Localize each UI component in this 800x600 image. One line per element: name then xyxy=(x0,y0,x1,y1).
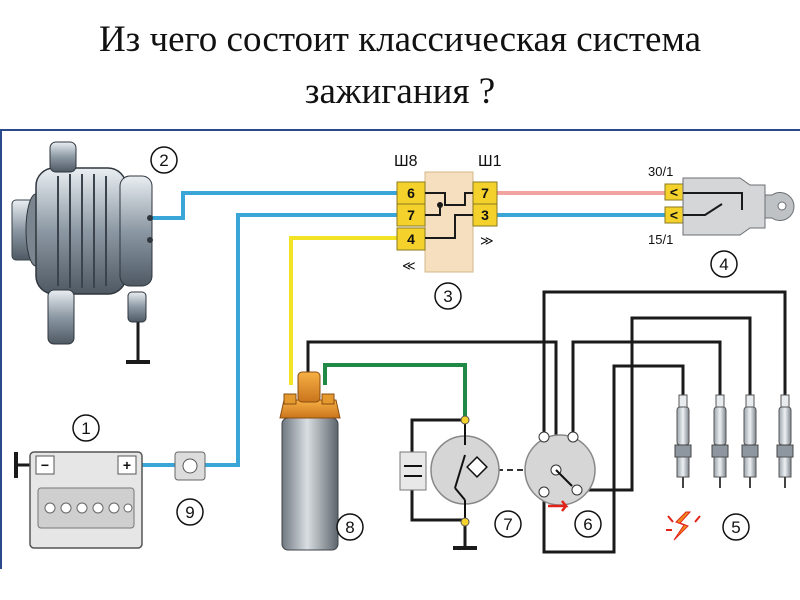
wire-plug-4 xyxy=(577,316,752,492)
coil-number: 8 xyxy=(345,518,354,537)
ignition-switch: 30/1 15/1 < < 4 xyxy=(648,164,795,278)
spark-plug xyxy=(674,394,692,488)
ignition-coil: 8 xyxy=(279,371,364,551)
plugs-number: 5 xyxy=(731,518,740,537)
battery: 1 − + xyxy=(29,414,143,549)
relay-plug-mark-right: ≫ xyxy=(480,233,494,248)
distributor: 6 xyxy=(524,431,602,538)
battery-number: 1 xyxy=(81,419,90,438)
fuse-number: 9 xyxy=(185,503,194,522)
relay-right-pin: 3 xyxy=(481,207,489,223)
fuse-block: 9 xyxy=(174,451,206,526)
title-line-2: зажигания ? xyxy=(304,71,496,112)
relay-plug-mark-left: ≪ xyxy=(402,258,416,273)
spark-plug xyxy=(776,394,794,488)
switch-number: 4 xyxy=(719,255,728,274)
relay-left-pins: 6 7 4 xyxy=(396,181,426,251)
wire-coil-distributor xyxy=(306,340,558,470)
relay-right-pin: 7 xyxy=(481,185,489,201)
switch-terminal-30: 30/1 xyxy=(648,164,673,179)
relay-left-pin: 4 xyxy=(407,231,415,247)
generator: 2 xyxy=(11,141,178,345)
spark-plug xyxy=(711,394,729,488)
spark-plug xyxy=(741,394,759,488)
rotation-arrow-icon xyxy=(548,500,569,512)
svg-text:<: < xyxy=(670,184,678,200)
wire-capacitor-top xyxy=(410,418,465,455)
relay-left-pin: 6 xyxy=(407,185,415,201)
left-border xyxy=(0,129,2,569)
title-line-1: Из чего состоит классическая система xyxy=(98,19,702,60)
wire-coil-breaker xyxy=(323,363,467,420)
breaker: 7 xyxy=(399,415,522,538)
spark-plugs xyxy=(674,394,794,488)
spark-icon xyxy=(666,511,701,541)
generator-number: 2 xyxy=(159,151,168,170)
wire-capacitor-bottom xyxy=(410,485,465,522)
battery-plus: + xyxy=(123,457,131,473)
svg-text:<: < xyxy=(670,207,678,223)
wire-plug-3 xyxy=(542,364,685,554)
wire-fuse-relay xyxy=(205,213,397,467)
switch-terminal-15: 15/1 xyxy=(648,232,673,247)
wire-plug-1 xyxy=(542,290,787,435)
wire-plug-2 xyxy=(571,340,722,437)
relay-left-pin: 7 xyxy=(407,207,415,223)
ignition-relay: Ш8 Ш1 6 7 4 7 3 ≪ ≫ 3 xyxy=(394,153,502,310)
battery-minus: − xyxy=(41,457,49,473)
wire-generator-relay xyxy=(150,191,397,220)
relay-right-header: Ш1 xyxy=(478,153,502,170)
wires xyxy=(14,191,787,554)
relay-number: 3 xyxy=(443,287,452,306)
slide-title: Из чего состоит классическая система заж… xyxy=(0,14,800,118)
relay-left-header: Ш8 xyxy=(394,153,418,170)
distributor-number: 6 xyxy=(583,515,592,534)
breaker-number: 7 xyxy=(503,515,512,534)
wire-relay-coil xyxy=(289,236,397,385)
title-divider xyxy=(0,129,800,131)
relay-right-pins: 7 3 xyxy=(472,181,498,227)
